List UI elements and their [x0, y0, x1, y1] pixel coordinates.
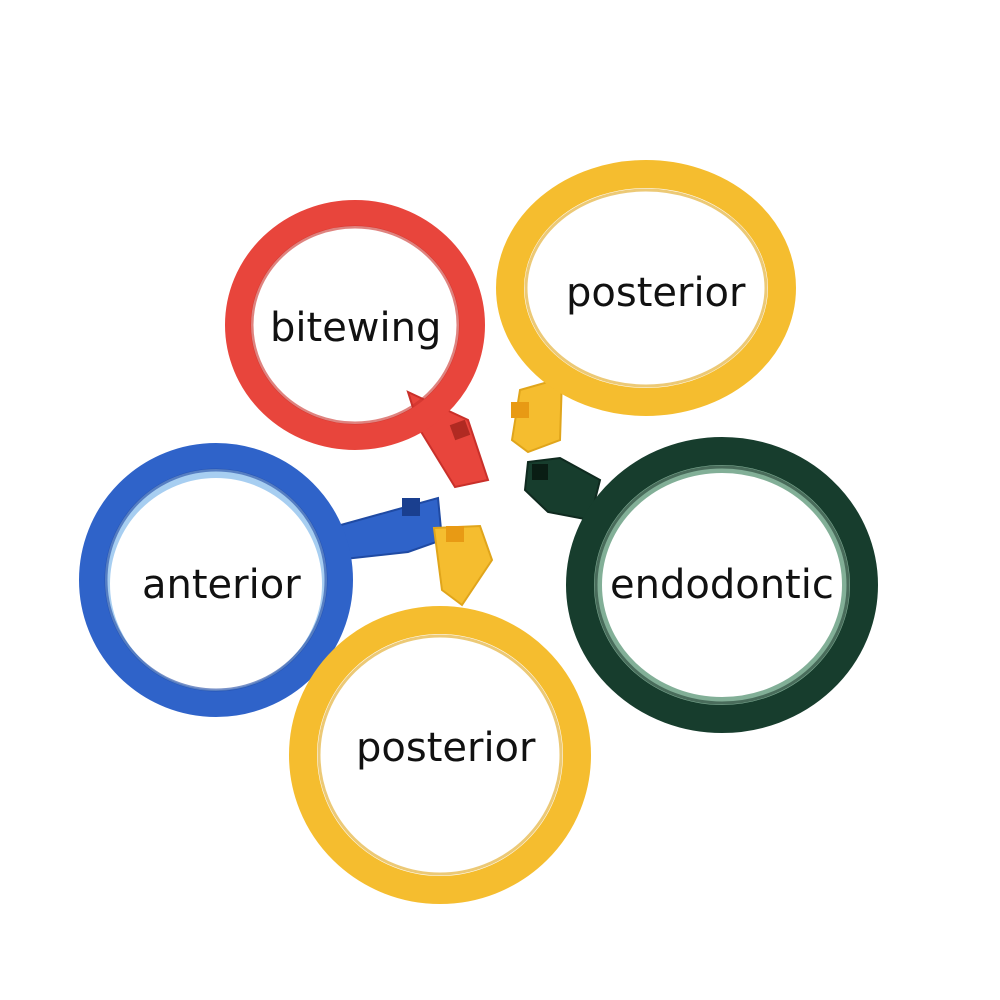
bitewing-arm-socket: [449, 419, 471, 441]
posterior-top-ring-body: [496, 160, 796, 416]
posterior-top-ring-inner-edge: [524, 188, 768, 388]
bitewing-ring-body: [225, 200, 485, 450]
posterior-top-ring: [496, 160, 796, 454]
posterior-top-arm-socket: [511, 402, 529, 418]
posterior-bottom-label: posterior: [356, 725, 536, 771]
posterior-bottom-ring: [289, 524, 591, 904]
posterior-top-label: posterior: [566, 270, 746, 316]
bitewing-label: bitewing: [270, 305, 442, 351]
endodontic-arm-socket: [532, 464, 548, 480]
bitewing-ring-inner-edge: [250, 225, 460, 425]
posterior-bottom-ring-inner-edge: [317, 634, 563, 876]
anterior-ring-body: [79, 443, 353, 717]
posterior-bottom-ring-arm: [432, 524, 494, 607]
endodontic-ring-body: [566, 437, 878, 733]
endodontic-ring: [523, 437, 878, 733]
anterior-ring-inner-edge: [104, 468, 328, 692]
anterior-label: anterior: [142, 562, 301, 608]
bitewing-ring: [225, 200, 490, 489]
posterior-bottom-arm-socket: [446, 526, 464, 542]
endodontic-label: endodontic: [610, 562, 834, 608]
posterior-bottom-ring-body: [289, 606, 591, 904]
endodontic-ring-inner-edge: [594, 465, 850, 705]
anterior-arm-socket: [402, 498, 420, 516]
anterior-ring: [79, 443, 444, 717]
